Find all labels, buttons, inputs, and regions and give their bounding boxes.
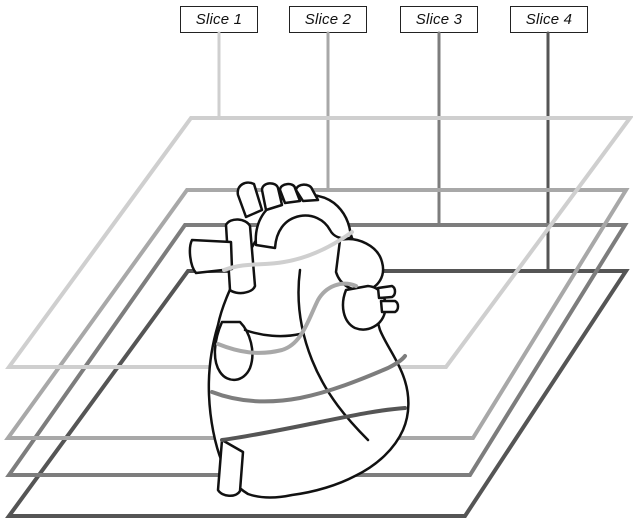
pulmonary-vein-2 <box>381 301 398 312</box>
ascending-aorta-upper <box>238 183 262 217</box>
brachiocephalic-artery <box>262 183 282 210</box>
pulmonary-vein-1 <box>378 286 395 298</box>
